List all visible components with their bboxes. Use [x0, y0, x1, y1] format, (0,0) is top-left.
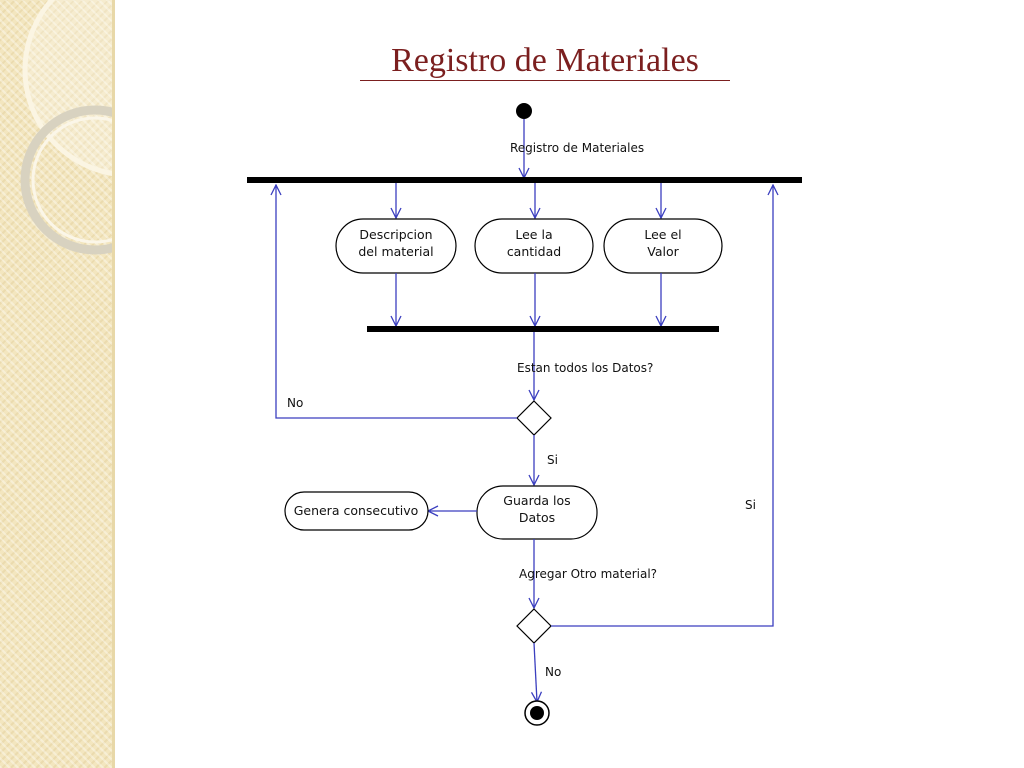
- ring-medium-inner: [31, 116, 114, 244]
- activity-guarda-los-datos: Guarda los Datos: [476, 485, 598, 540]
- activity-line: Valor: [647, 244, 679, 259]
- decision1-no-label: No: [287, 396, 303, 410]
- decision2-yes-label: Si: [745, 498, 756, 512]
- decision1-question: Estan todos los Datos?: [517, 361, 653, 375]
- activity-line: Guarda los: [503, 493, 570, 508]
- slide-title: Registro de Materiales: [391, 42, 699, 79]
- activity-shape: [603, 218, 723, 274]
- arrow-decision2-si-loop: [551, 185, 773, 627]
- decorative-sidebar: [0, 0, 114, 768]
- activity-line: Genera consecutivo: [294, 503, 419, 518]
- initial-node: [516, 103, 532, 119]
- activity-line: Lee la: [515, 227, 552, 242]
- decision2-question: Agregar Otro material?: [519, 567, 657, 581]
- activity-shape: [476, 485, 598, 540]
- activity-line: Descripcion: [359, 227, 432, 242]
- sidebar-rings: [20, 0, 114, 255]
- activity-line: del material: [358, 244, 433, 259]
- activity-descripcion-del-material: Descripcion del material: [335, 218, 457, 274]
- final-node-dot: [530, 706, 544, 720]
- final-node: [524, 700, 550, 726]
- initial-flow-label: Registro de Materiales: [510, 141, 644, 155]
- decision1-yes-label: Si: [547, 453, 558, 467]
- title-underline: [360, 80, 730, 81]
- activity-lee-el-valor: Lee el Valor: [603, 218, 723, 274]
- join-bar: [367, 326, 719, 332]
- decision1-diamond: [516, 400, 552, 436]
- ring-medium: [20, 105, 114, 255]
- decision2-diamond: [516, 608, 552, 644]
- sidebar-edge: [112, 0, 115, 768]
- arrow-decision2-no: [534, 642, 537, 702]
- decision2-no-label: No: [545, 665, 561, 679]
- activity-line: Datos: [519, 510, 555, 525]
- activity-line: cantidad: [507, 244, 561, 259]
- activity-shape: [284, 491, 429, 531]
- activity-shape: [474, 218, 594, 274]
- activity-line: Lee el: [644, 227, 681, 242]
- fork-bar: [247, 177, 802, 183]
- activity-genera-consecutivo: Genera consecutivo: [284, 491, 429, 531]
- activity-lee-la-cantidad: Lee la cantidad: [474, 218, 594, 274]
- arrow-decision1-no-loop: [276, 185, 517, 419]
